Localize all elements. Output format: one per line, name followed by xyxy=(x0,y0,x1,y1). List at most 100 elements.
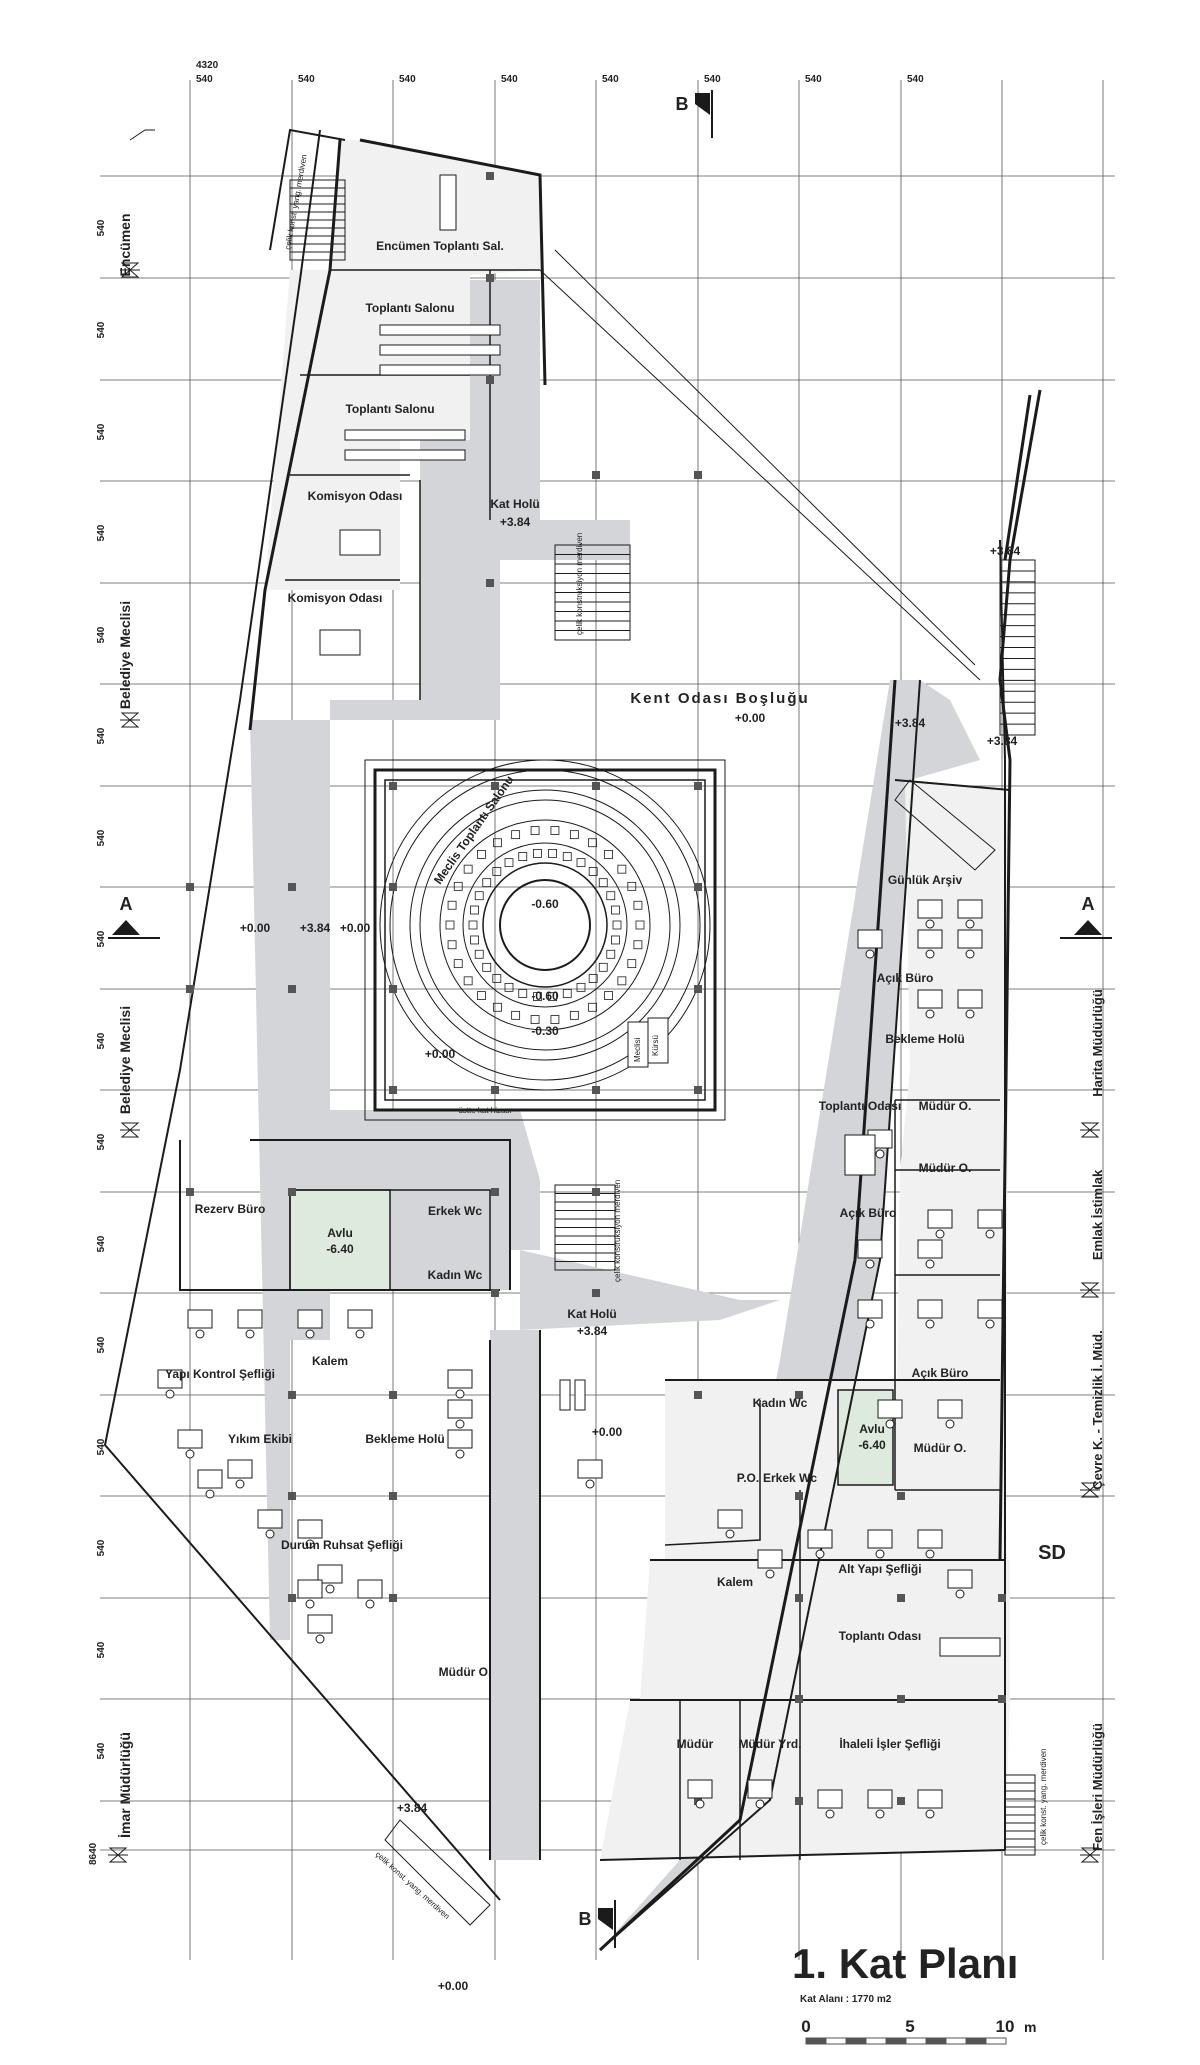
label-kalem-left: Kalem xyxy=(312,1354,348,1368)
chair xyxy=(935,1229,945,1239)
desk xyxy=(917,899,943,919)
seating-ring xyxy=(439,819,651,1031)
scale-segment xyxy=(845,2037,867,2045)
seat xyxy=(548,992,557,1002)
chair xyxy=(725,1529,735,1539)
label-erkek-wc-left: Erkek Wc xyxy=(428,1204,482,1218)
dim-left-span: 540 xyxy=(96,423,107,440)
desk xyxy=(867,1789,893,1809)
label-level-bottom: +0.00 xyxy=(438,1979,469,1993)
column xyxy=(592,1289,600,1297)
column xyxy=(486,274,494,282)
column xyxy=(795,1391,803,1399)
label-komisyon-1: Komisyon Odası xyxy=(308,489,403,503)
column xyxy=(795,1695,803,1703)
label-rezerv: Rezerv Büro xyxy=(195,1202,266,1216)
desk xyxy=(757,1549,783,1569)
dept-harita: Harita Müdürlüğü xyxy=(1090,989,1105,1097)
plan-area: Kat Alanı : 1770 m2 xyxy=(800,1994,892,2005)
desk xyxy=(977,1299,1003,1319)
desk xyxy=(927,1209,953,1229)
scale-segment xyxy=(825,2037,847,2045)
label-gunluk-arsiv: Günlük Arşiv xyxy=(888,873,963,887)
section-mark-a-left: A xyxy=(108,894,160,939)
department-separator xyxy=(1080,1847,1100,1863)
chair xyxy=(885,1419,895,1429)
label-kat-holu-mid: Kat Holü xyxy=(567,1307,616,1321)
seat xyxy=(518,989,528,998)
department-separator xyxy=(108,1847,128,1863)
seat xyxy=(493,838,502,848)
seat xyxy=(445,920,455,930)
chair xyxy=(235,1479,245,1489)
seating-ring xyxy=(389,769,701,1081)
desk xyxy=(917,1239,943,1259)
seat xyxy=(550,1015,560,1024)
chair xyxy=(955,1589,965,1599)
chair xyxy=(355,1329,365,1339)
label-komisyon-2: Komisyon Odası xyxy=(288,591,383,605)
column xyxy=(897,1797,905,1805)
label-kalem-right: Kalem xyxy=(717,1575,753,1589)
desk xyxy=(297,1309,323,1329)
column xyxy=(795,1492,803,1500)
label-meclis-level-b: -0.30 xyxy=(531,1024,559,1038)
label-toplanti-odasi-right: Toplantı Odası xyxy=(819,1099,901,1113)
desk xyxy=(747,1779,773,1799)
dim-left-span: 540 xyxy=(96,1641,107,1658)
chair xyxy=(875,1809,885,1819)
title-block: 1. Kat Planı Kat Alanı : 1770 m2 0 5 10 … xyxy=(792,1940,1036,2045)
dept-cevre: Çevre K. - Temizlik İ. Müd. xyxy=(1090,1330,1105,1489)
dim-left-span: 540 xyxy=(96,321,107,338)
label-level-right-mid: +3.84 xyxy=(895,716,926,730)
seat xyxy=(606,949,616,959)
desk xyxy=(917,989,943,1009)
label-toplanti-salonu-2: Toplantı Salonu xyxy=(345,402,434,416)
svg-text:B: B xyxy=(579,1909,592,1929)
scale-segment xyxy=(805,2037,827,2045)
desk xyxy=(857,929,883,949)
chair xyxy=(965,1009,975,1019)
desk xyxy=(957,899,983,919)
label-level-left-b: +3.84 xyxy=(300,921,331,935)
seat xyxy=(548,848,557,858)
seat xyxy=(550,826,560,835)
seat xyxy=(482,962,492,972)
seat xyxy=(604,850,613,859)
seat xyxy=(633,900,643,910)
dept-belediye-meclisi-bottom: Belediye Meclisi xyxy=(117,1006,133,1114)
seat xyxy=(612,920,622,930)
chair xyxy=(165,1389,175,1399)
scale-segment xyxy=(985,2037,1007,2045)
label-bekleme-holu-left: Bekleme Holü xyxy=(365,1432,444,1446)
scale-segment xyxy=(905,2037,927,2045)
seat xyxy=(588,1002,597,1012)
lectern-box xyxy=(647,1017,669,1064)
chair xyxy=(455,1419,465,1429)
label-kat-holu-top: Kat Holü xyxy=(490,497,539,511)
column xyxy=(288,1188,296,1196)
label-kadin-wc-right: Kadın Wc xyxy=(753,1396,808,1410)
department-markers xyxy=(108,129,1100,1863)
seat xyxy=(468,920,478,930)
label-mudur: Müdür xyxy=(677,1737,714,1751)
svg-text:B: B xyxy=(676,94,689,114)
seat xyxy=(569,1010,579,1020)
dim-left-span: 540 xyxy=(96,1539,107,1556)
department-separator xyxy=(1080,1282,1100,1298)
chair xyxy=(925,949,935,959)
meeting-table xyxy=(844,1134,876,1176)
column xyxy=(897,1492,905,1500)
label-meclis-level-center: -0.60 xyxy=(531,897,559,911)
seat xyxy=(470,905,479,915)
dim-left-span: 540 xyxy=(96,1742,107,1759)
label-mudur-o-3: Müdür O. xyxy=(914,1441,967,1455)
dept-imar: İmar Müdürlüğü xyxy=(117,1732,133,1838)
desk xyxy=(917,929,943,949)
chair xyxy=(585,1479,595,1489)
scale-segment xyxy=(965,2037,987,2045)
label-level-left-c: +0.00 xyxy=(340,921,371,935)
label-level-right-stair: +3.84 xyxy=(987,734,1018,748)
dim-left-span: 540 xyxy=(96,1438,107,1455)
